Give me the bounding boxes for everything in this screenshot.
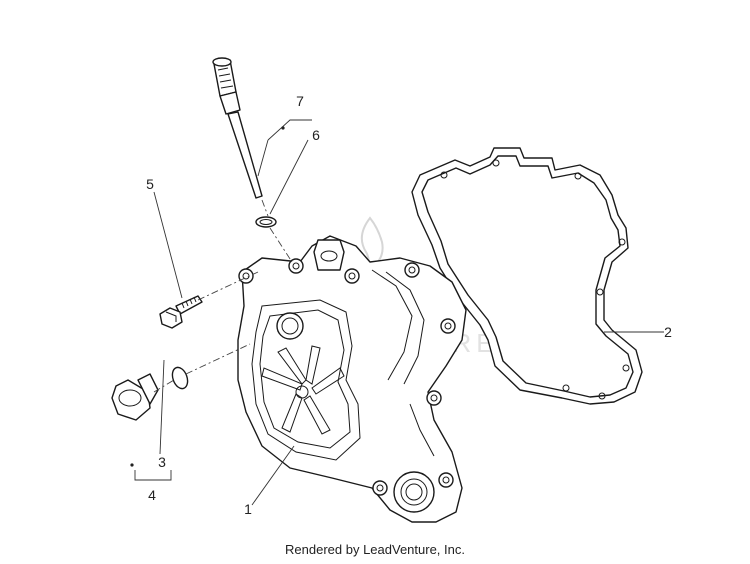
- callout-2: 2: [664, 324, 672, 340]
- drain-plug-oring-part: [171, 366, 189, 390]
- drain-plug-part: [111, 373, 159, 421]
- bolt-part: [159, 295, 203, 329]
- leader-lines: [130, 119, 664, 506]
- callout-3: 3: [158, 454, 166, 470]
- callout-7: 7: [296, 93, 304, 109]
- gasket-part: [411, 147, 643, 405]
- callout-6: 6: [312, 127, 320, 143]
- callout-4: 4: [148, 487, 156, 503]
- dipstick-oring-part: [255, 216, 277, 228]
- assembly-lines: [153, 199, 293, 393]
- callout-1: 1: [244, 501, 252, 517]
- engine-cover-part: [237, 235, 467, 523]
- callout-5: 5: [146, 176, 154, 192]
- footer-credit: Rendered by LeadVenture, Inc.: [285, 542, 465, 557]
- dipstick-part: [212, 57, 263, 199]
